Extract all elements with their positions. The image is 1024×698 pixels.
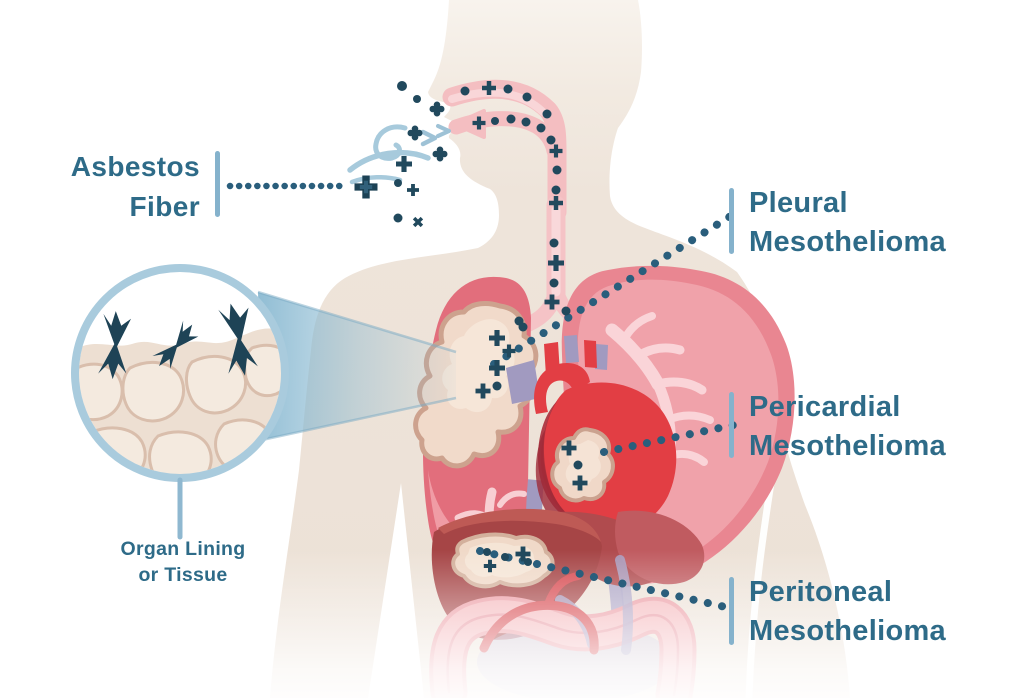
peritoneal-line2: Mesothelioma xyxy=(749,614,946,647)
asbestos-fiber-bar xyxy=(215,151,220,217)
asbestos-fiber-line2: Fiber xyxy=(129,190,200,222)
pleural-line2: Mesothelioma xyxy=(749,225,946,258)
heart-vessels-purple xyxy=(506,335,608,404)
asbestos-particle-icons xyxy=(354,81,588,573)
inhale-arrow-icon xyxy=(420,124,451,147)
pericardial-line1: Pericardial xyxy=(749,391,901,423)
inhale-swirl-icon xyxy=(347,124,431,185)
peritoneal-label-bar xyxy=(729,577,734,645)
leader-pleural xyxy=(490,210,738,368)
tissue-magnifier-circle xyxy=(71,264,289,482)
pleural-label-bar xyxy=(729,188,734,254)
pericardial-mesothelioma-label: Pericardial Mesothelioma xyxy=(729,388,946,465)
peritoneal-line1: Peritoneal xyxy=(749,576,893,608)
bottom-fade xyxy=(235,550,885,698)
pericardial-line2: Mesothelioma xyxy=(749,429,946,462)
aorta xyxy=(534,340,597,414)
magnifier-cone xyxy=(257,290,457,442)
pleural-line1: Pleural xyxy=(749,187,848,219)
organ-lining-label: Organ Lining or Tissue xyxy=(88,537,278,588)
pericardial-label-bar xyxy=(729,392,734,458)
organ-lining-line1: Organ Lining xyxy=(120,538,246,560)
bronchi-branches xyxy=(605,312,714,466)
asbestos-fiber-label: Asbestos Fiber xyxy=(58,147,220,227)
organ-lining-line2: or Tissue xyxy=(138,563,228,586)
pleural-mesothelioma-label: Pleural Mesothelioma xyxy=(729,184,946,261)
peritoneal-mesothelioma-label: Peritoneal Mesothelioma xyxy=(729,573,946,650)
asbestos-fiber-line1: Asbestos xyxy=(70,151,200,182)
